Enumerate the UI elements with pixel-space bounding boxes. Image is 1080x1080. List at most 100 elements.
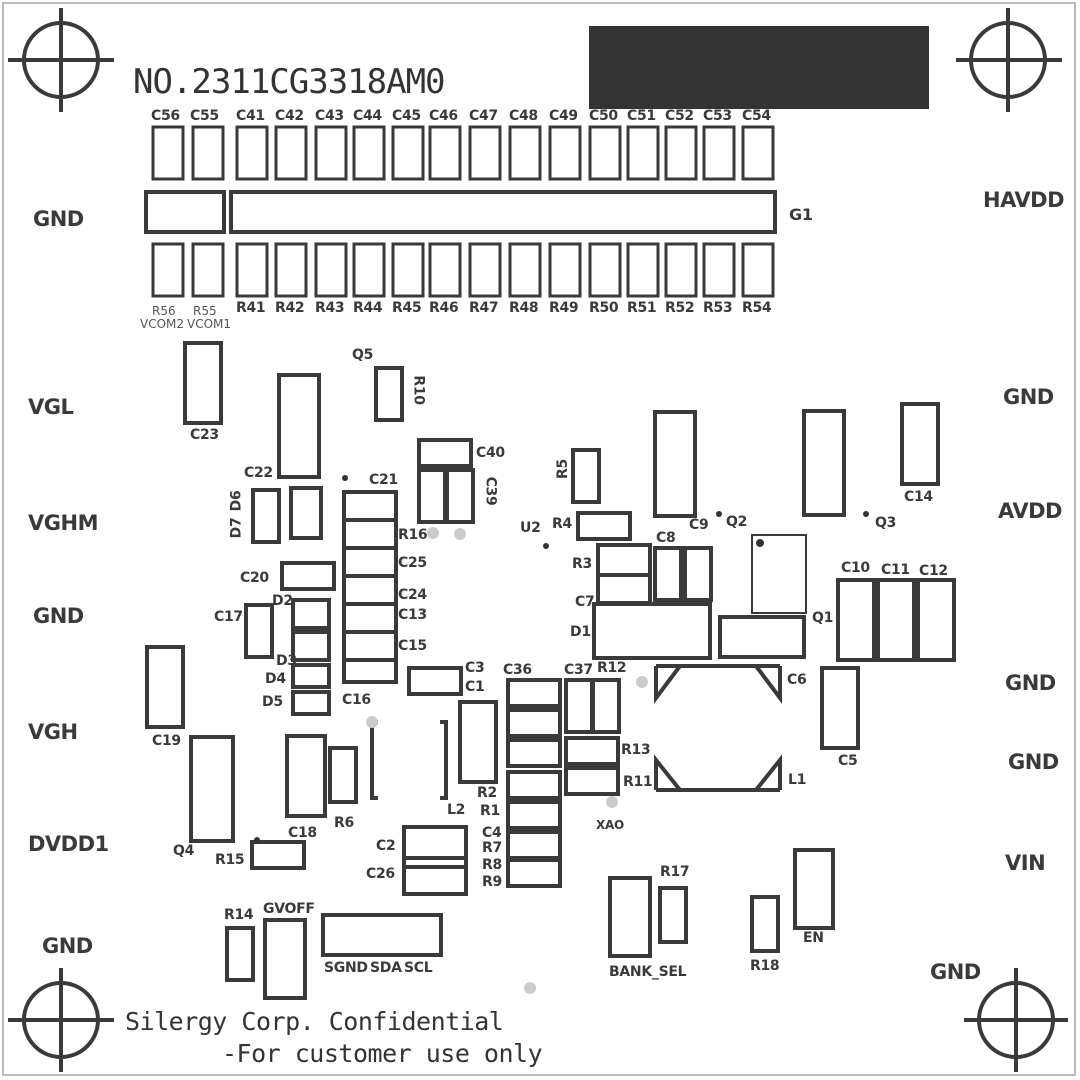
mount-hole-top-left	[8, 8, 114, 112]
d6-pad	[251, 488, 281, 544]
q2-body	[751, 534, 807, 614]
label-vcom2: VCOM2	[140, 317, 185, 331]
label-r4: R4	[552, 516, 572, 532]
c39-pad-a	[417, 468, 447, 524]
label-c18: C18	[288, 825, 317, 841]
label-c26: C26	[366, 866, 395, 882]
label-r46: R46	[429, 300, 459, 316]
label-r10: R10	[410, 375, 427, 405]
c12-pad	[916, 578, 956, 662]
d4-pad	[291, 663, 331, 689]
label-c25: C25	[398, 555, 427, 571]
c40-pad	[417, 438, 473, 468]
signal-gnd-2: GND	[33, 604, 84, 628]
mount-hole-bottom-left	[8, 968, 114, 1072]
label-r44: R44	[353, 300, 383, 316]
label-r48: R48	[509, 300, 539, 316]
c11-pad	[876, 578, 916, 662]
label-d2: D2	[272, 593, 293, 609]
label-c13: C13	[398, 607, 427, 623]
q1-pad	[718, 615, 806, 659]
label-r18: R18	[750, 958, 780, 974]
g1-header	[229, 190, 777, 234]
label-c20: C20	[240, 570, 269, 586]
c2-pad	[402, 825, 468, 869]
label-c36: C36	[503, 662, 532, 678]
label-c22: C22	[244, 465, 273, 481]
label-r56: R56	[152, 304, 176, 318]
r8-pad	[506, 830, 562, 860]
c36-pad	[506, 678, 562, 708]
label-c12: C12	[919, 563, 948, 579]
label-r11: R11	[623, 774, 653, 790]
label-r53: R53	[703, 300, 733, 316]
label-c42: C42	[275, 108, 304, 124]
label-r2: R2	[477, 785, 497, 801]
label-r17: R17	[660, 864, 690, 880]
signal-vghm: VGHM	[28, 511, 98, 535]
label-r43: R43	[315, 300, 345, 316]
label-r16: R16	[398, 527, 428, 543]
tall-part-right	[802, 409, 846, 517]
c20-pad	[280, 561, 336, 591]
label-c43: C43	[315, 108, 344, 124]
part-number: NO.2311CG3318AM0	[133, 62, 446, 102]
r17-pad	[658, 886, 688, 944]
label-q5: Q5	[352, 347, 374, 363]
signal-vin: VIN	[1005, 851, 1046, 875]
label-c56: C56	[151, 108, 180, 124]
label-c41: C41	[236, 108, 265, 124]
label-c55: C55	[190, 108, 219, 124]
r2-pad	[506, 708, 562, 738]
label-r51: R51	[627, 300, 657, 316]
r11-pad	[564, 766, 620, 796]
label-d5: D5	[262, 694, 283, 710]
c8-pad	[653, 546, 683, 602]
c5-pad	[820, 666, 860, 750]
label-q4: Q4	[173, 843, 195, 859]
d3-pad	[291, 630, 331, 662]
l1-outline-top	[654, 664, 782, 704]
label-r42: R42	[275, 300, 305, 316]
label-d3: D3	[276, 653, 297, 669]
label-r12: R12	[597, 660, 627, 676]
c17-pad	[244, 603, 274, 659]
c10-pad	[836, 578, 876, 662]
signal-gnd-5: GND	[1005, 671, 1056, 695]
label-r41: R41	[236, 300, 266, 316]
c7-pad	[596, 573, 652, 605]
label-c3: C3	[465, 660, 485, 676]
signal-gnd-4: GND	[1003, 385, 1054, 409]
label-c15: C15	[398, 638, 427, 654]
via-dots	[366, 527, 648, 994]
confidential-line-2: -For customer use only	[222, 1039, 543, 1068]
header-left-block	[144, 190, 226, 234]
c23-pad	[183, 341, 223, 425]
label-r13: R13	[621, 742, 651, 758]
label-d6: D6	[228, 490, 245, 512]
label-q2: Q2	[726, 514, 748, 530]
label-sda: SDA	[370, 960, 402, 976]
signal-vgh: VGH	[28, 720, 78, 744]
d2-pad	[291, 598, 331, 630]
label-r8: R8	[482, 857, 502, 873]
label-c50: C50	[589, 108, 618, 124]
cap-row-top	[151, 125, 775, 181]
label-r52: R52	[665, 300, 695, 316]
d5-pad	[291, 690, 331, 716]
label-c48: C48	[509, 108, 538, 124]
label-c49: C49	[549, 108, 578, 124]
label-c21: C21	[369, 472, 398, 488]
label-r54: R54	[742, 300, 772, 316]
label-d4: D4	[265, 671, 286, 687]
label-r1: R1	[480, 803, 500, 819]
c4-pad	[506, 770, 562, 800]
label-r6: R6	[334, 815, 354, 831]
q4-body	[189, 735, 235, 843]
label-vcom1: VCOM1	[187, 317, 232, 331]
label-c37: C37	[564, 662, 593, 678]
label-c8: C8	[656, 530, 676, 546]
label-c10: C10	[841, 560, 870, 576]
c1-pad	[458, 700, 498, 784]
c39-pad-b	[445, 468, 475, 524]
